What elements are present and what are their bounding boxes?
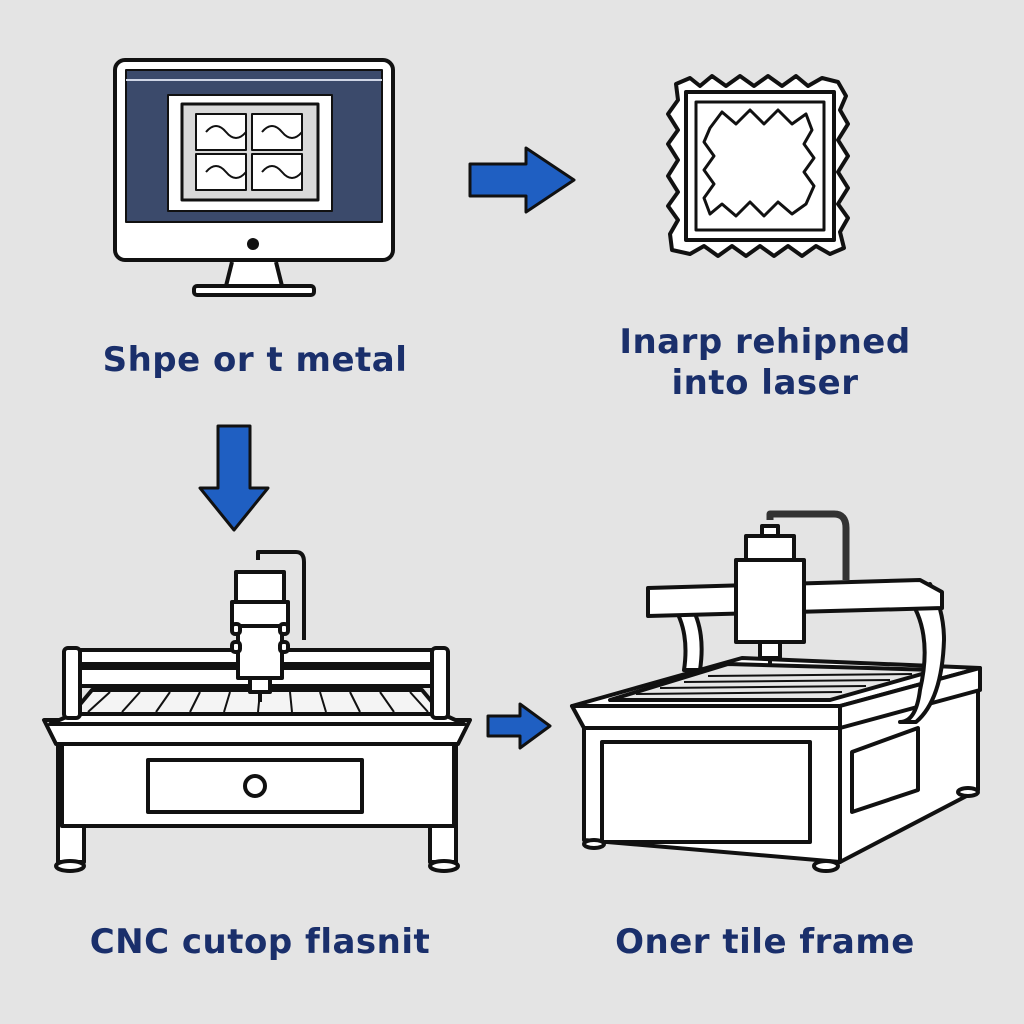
ornate-frame-icon (666, 74, 850, 258)
step-4-label: Oner tile frame (615, 922, 915, 962)
arrow-right-icon (486, 702, 552, 750)
arrow-down-icon (198, 424, 270, 532)
cnc-router-icon (42, 550, 472, 873)
step-2-label: Inarp rehipned into laser (600, 322, 930, 404)
laser-cutter-icon (570, 510, 982, 873)
monitor-icon (113, 58, 395, 297)
arrow-right-icon (468, 146, 576, 214)
step-2-label-line-1: Inarp rehipned (619, 322, 911, 362)
step-2-label-line-2: into laser (671, 362, 859, 403)
step-1-label: Shpe or t metal (102, 340, 408, 380)
step-3-label: CNC cutop flasnit (89, 922, 431, 962)
